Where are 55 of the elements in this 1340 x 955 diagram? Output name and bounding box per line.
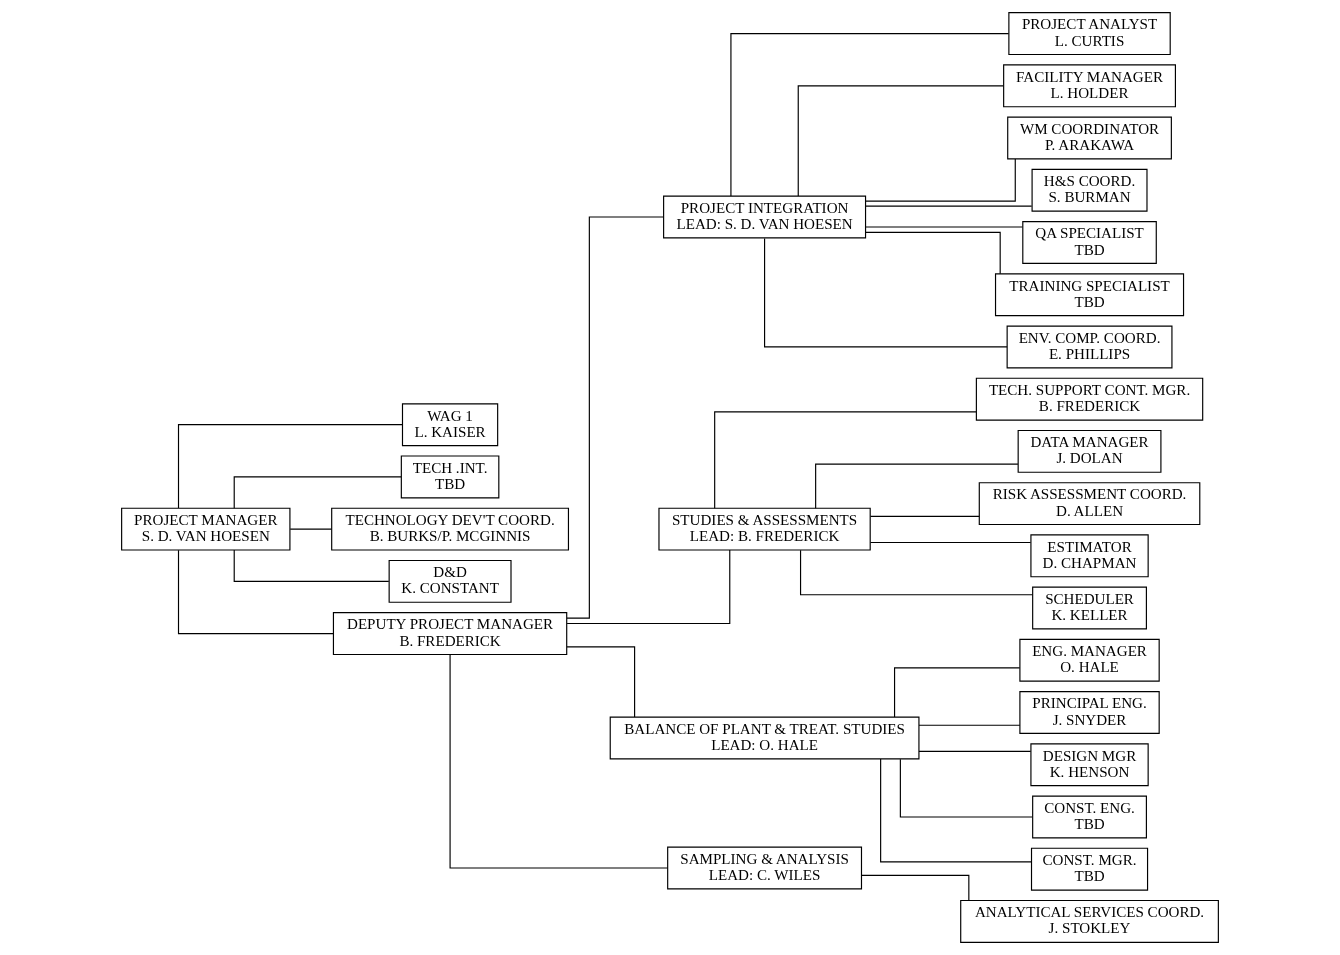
node-box: D&D K. CONSTANT — [388, 559, 512, 603]
connector — [865, 226, 1024, 228]
node-box: ENG. MANAGER O. HALE — [1019, 638, 1160, 682]
node-box: ESTIMATOR D. CHAPMAN — [1030, 534, 1149, 578]
node-box: TECH .INT. TBD — [400, 455, 500, 499]
node-box: WAG 1 L. KAISER — [401, 403, 499, 447]
connector — [880, 758, 1032, 863]
node-box: STUDIES & ASSESSMENTS LEAD: B. FREDERICK — [658, 507, 871, 551]
connector — [899, 758, 1033, 818]
connector — [233, 549, 390, 582]
node-box: DATA MANAGER J. DOLAN — [1017, 429, 1162, 473]
node-box: TECHNOLOGY DEV'T COORD. B. BURKS/P. MCGINNIS — [331, 507, 570, 551]
node-box: PRINCIPAL ENG. J. SNYDER — [1019, 691, 1160, 734]
connector — [918, 724, 1021, 726]
connector — [865, 205, 1033, 207]
node-box: DEPUTY PROJECT MANAGER B. FREDERICK — [332, 612, 568, 656]
connector — [865, 231, 1001, 275]
node-box: QA SPECIALIST TBD — [1022, 221, 1157, 264]
connector — [894, 667, 1021, 718]
node-box: PROJECT INTEGRATION LEAD: S. D. VAN HOESEN — [663, 195, 867, 239]
connector — [815, 463, 1019, 509]
connector — [566, 646, 636, 718]
connector — [177, 424, 404, 509]
connector — [918, 750, 1032, 752]
node-box: WM COORDINATOR P. ARAKAWA — [1007, 116, 1172, 160]
node-box: TECH. SUPPORT CONT. MGR. B. FREDERICK — [975, 377, 1204, 421]
node-box: CONST. ENG. TBD — [1032, 795, 1147, 839]
connector — [869, 515, 980, 517]
connector — [289, 528, 333, 530]
node-box: SAMPLING & ANALYSIS LEAD: C. WILES — [667, 846, 863, 890]
node-box: PROJECT MANAGER S. D. VAN HOESEN — [121, 507, 291, 551]
node-box: BALANCE OF PLANT & TREAT. STUDIES LEAD: O. HALE — [609, 716, 920, 760]
connector — [566, 549, 731, 625]
node-box: CONST. MGR. TBD — [1030, 847, 1149, 891]
node-box: ENV. COMP. COORD. E. PHILLIPS — [1006, 325, 1173, 369]
connector — [861, 874, 970, 901]
node-box: RISK ASSESSMENT COORD. D. ALLEN — [978, 482, 1201, 526]
connector — [566, 216, 664, 619]
connector — [799, 549, 1034, 596]
node-box: ANALYTICAL SERVICES COORD. J. STOKLEY — [960, 899, 1219, 943]
connector — [730, 33, 1010, 197]
node-box: TRAINING SPECIALIST TBD — [994, 273, 1185, 317]
node-box: DESIGN MGR K. HENSON — [1030, 743, 1149, 787]
connector — [177, 549, 334, 635]
connector — [714, 411, 977, 509]
connector — [869, 541, 1032, 544]
node-box: FACILITY MANAGER L. HOLDER — [1003, 64, 1176, 108]
node-box: H&S COORD. S. BURMAN — [1031, 168, 1148, 212]
connector — [233, 476, 402, 509]
connector — [797, 85, 1004, 197]
connector — [764, 237, 1008, 348]
connector — [865, 158, 1016, 202]
node-box: SCHEDULER K. KELLER — [1032, 586, 1147, 630]
connector — [449, 654, 669, 869]
node-box: PROJECT ANALYST L. CURTIS — [1008, 12, 1171, 56]
